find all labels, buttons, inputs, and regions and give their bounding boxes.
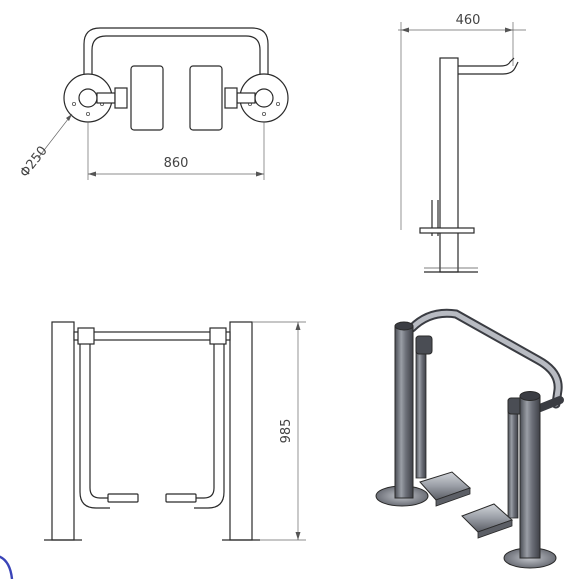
right-pedal-top (189, 65, 223, 131)
side-post (439, 57, 459, 273)
front-left-pedal (107, 493, 139, 503)
isometric-view (375, 308, 564, 569)
iso-right-post (519, 395, 541, 559)
front-left-post (51, 321, 75, 541)
front-view: 985 (44, 321, 306, 541)
width-label: 860 (164, 156, 189, 171)
left-pedal-top (130, 65, 164, 131)
depth-label: 460 (456, 13, 481, 28)
front-right-pedal (165, 493, 197, 503)
stamp-mark (0, 555, 14, 579)
iso-left-post (394, 325, 414, 499)
height-label: 985 (279, 419, 294, 444)
diameter-label: Φ250 (17, 144, 50, 181)
front-right-post (229, 321, 253, 541)
side-view: 460 (398, 13, 526, 273)
top-view: Φ250 860 (17, 27, 289, 181)
